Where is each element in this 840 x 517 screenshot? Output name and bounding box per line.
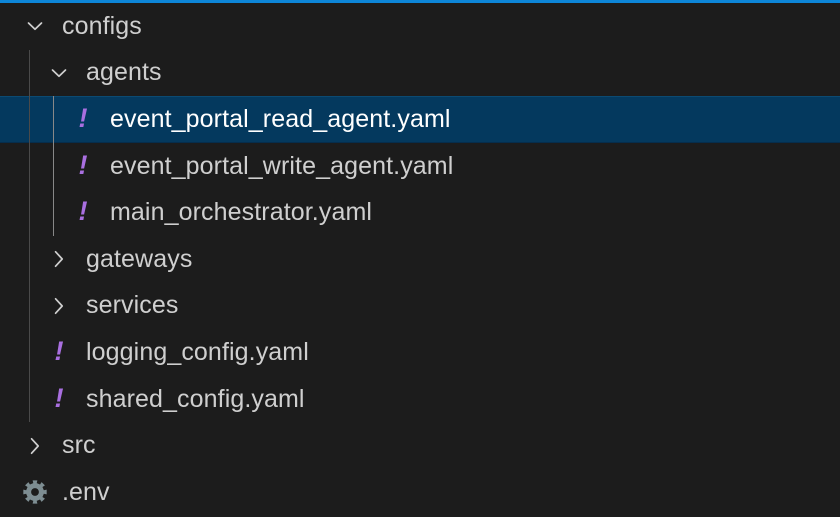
indent-spacer bbox=[0, 143, 66, 190]
indent-spacer bbox=[0, 97, 66, 142]
top-accent-bar bbox=[0, 0, 840, 3]
tree-folder-row[interactable]: agents bbox=[0, 50, 840, 97]
file-name-label: shared_config.yaml bbox=[86, 384, 305, 413]
indent-spacer bbox=[0, 283, 42, 330]
folder-name-label: agents bbox=[86, 58, 162, 87]
chevron-right-icon[interactable] bbox=[42, 283, 76, 330]
indent-spacer bbox=[0, 469, 18, 516]
indent-spacer bbox=[0, 236, 42, 283]
yaml-file-icon: ! bbox=[78, 196, 88, 227]
yaml-file-icon: ! bbox=[78, 149, 88, 180]
folder-name-label: src bbox=[62, 431, 96, 460]
indent-guide-line bbox=[29, 49, 30, 423]
tree-file-row[interactable]: .env bbox=[0, 469, 840, 516]
indent-spacer bbox=[0, 329, 42, 376]
tree-folder-row[interactable]: gateways bbox=[0, 236, 840, 283]
tree-file-row[interactable]: ! logging_config.yaml bbox=[0, 329, 840, 376]
yaml-file-icon: ! bbox=[54, 335, 64, 366]
tree-rows-container: configs agents! event_portal_read_agent.ya… bbox=[0, 3, 840, 517]
indent-spacer bbox=[0, 376, 42, 423]
tree-folder-row[interactable]: configs bbox=[0, 3, 840, 50]
indent-spacer bbox=[0, 3, 18, 50]
folder-name-label: configs bbox=[62, 11, 142, 40]
chevron-down-icon[interactable] bbox=[18, 3, 52, 50]
indent-spacer bbox=[0, 422, 18, 469]
folder-name-label: services bbox=[86, 291, 179, 320]
tree-folder-row[interactable]: src bbox=[0, 422, 840, 469]
chevron-right-icon[interactable] bbox=[18, 422, 52, 469]
tree-file-row[interactable]: ! event_portal_write_agent.yaml bbox=[0, 143, 840, 190]
folder-name-label: gateways bbox=[86, 244, 193, 273]
file-name-label: logging_config.yaml bbox=[86, 337, 309, 366]
yaml-file-icon: ! bbox=[54, 382, 64, 413]
file-name-label: .env bbox=[62, 477, 110, 506]
file-name-label: event_portal_read_agent.yaml bbox=[110, 104, 451, 133]
tree-file-row[interactable]: ! shared_config.yaml bbox=[0, 376, 840, 423]
chevron-right-icon[interactable] bbox=[42, 236, 76, 283]
gear-icon bbox=[18, 469, 52, 516]
chevron-down-icon[interactable] bbox=[42, 50, 76, 97]
file-name-label: event_portal_write_agent.yaml bbox=[110, 151, 454, 180]
file-name-label: main_orchestrator.yaml bbox=[110, 198, 373, 227]
tree-file-row[interactable]: ! event_portal_read_agent.yaml bbox=[0, 96, 840, 143]
indent-guide-line bbox=[53, 96, 54, 236]
tree-file-row[interactable]: ! main_orchestrator.yaml bbox=[0, 189, 840, 236]
indent-spacer bbox=[0, 189, 66, 236]
indent-spacer bbox=[0, 50, 42, 97]
tree-folder-row[interactable]: services bbox=[0, 283, 840, 330]
yaml-file-icon: ! bbox=[78, 102, 88, 133]
